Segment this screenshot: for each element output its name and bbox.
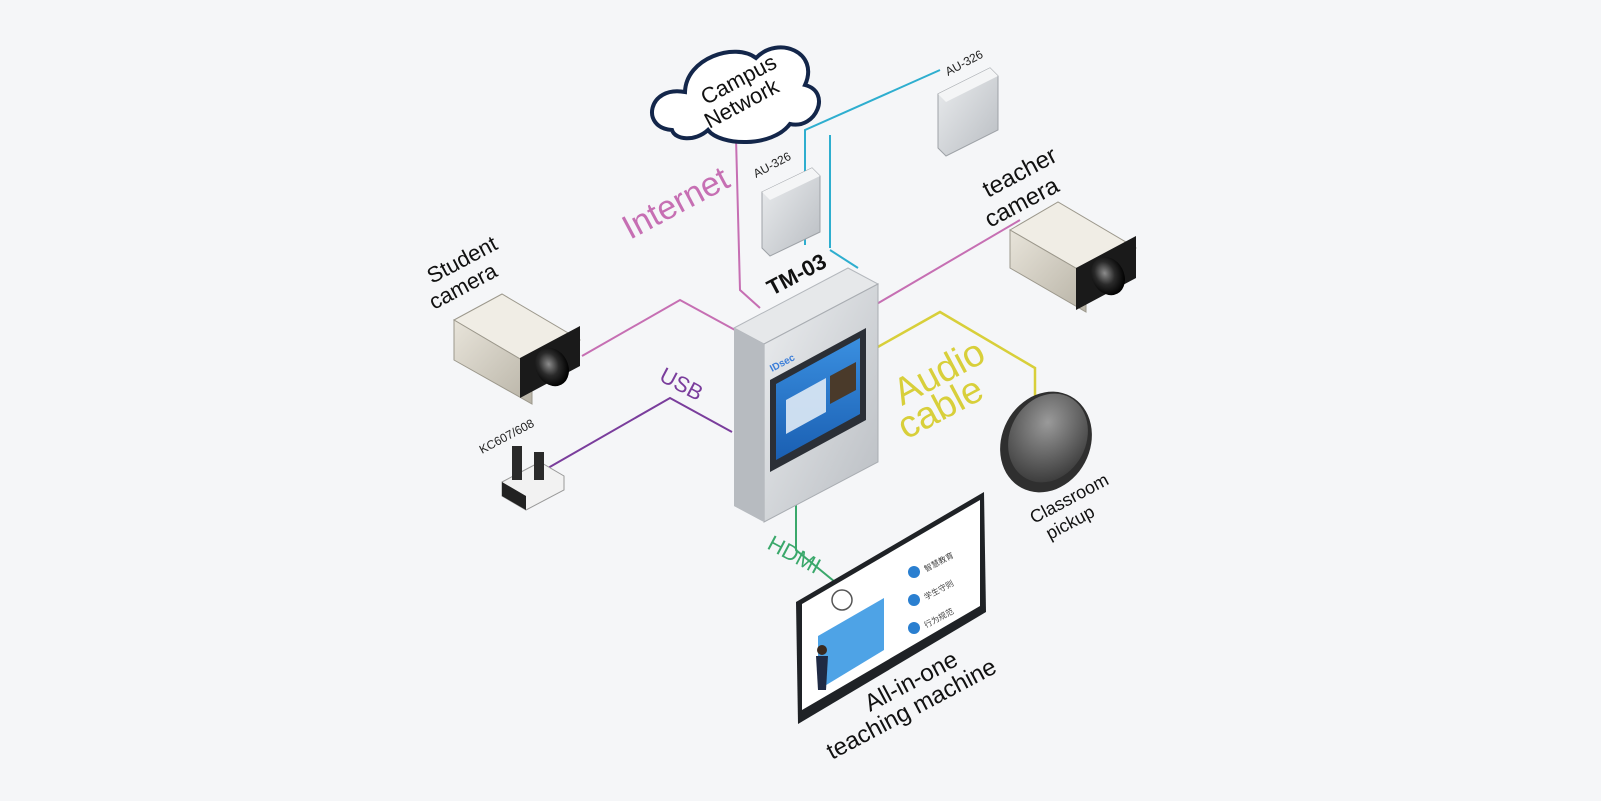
classroom-pickup: Classroom pickup bbox=[1000, 391, 1112, 544]
student-camera: Student camera bbox=[423, 231, 582, 405]
campus-network-cloud: Campus Network bbox=[650, 45, 821, 145]
internet-label: Internet bbox=[616, 159, 736, 247]
usb-line bbox=[547, 396, 733, 469]
tm03-device: IDsec TM-03 bbox=[732, 249, 880, 523]
teacher-camera: teacher camera bbox=[978, 142, 1138, 313]
audio-line bbox=[875, 310, 1037, 400]
connection-lines bbox=[547, 69, 1037, 583]
internet-line bbox=[734, 99, 761, 309]
teaching-machine: 智慧教育 学生守则 行为规范 All-in-one teaching machi… bbox=[796, 492, 1001, 765]
hdmi-line bbox=[795, 495, 836, 583]
teacher-camera-line bbox=[874, 219, 1021, 306]
speaker-line bbox=[804, 69, 941, 269]
usb-device: KC607/608 bbox=[477, 416, 565, 511]
usb-device-model: KC607/608 bbox=[477, 416, 537, 457]
student-camera-line bbox=[581, 298, 736, 357]
usb-label: USB bbox=[656, 362, 708, 405]
speaker-left-model: AU-326 bbox=[751, 149, 794, 181]
hdmi-label: HDMI bbox=[764, 530, 825, 578]
speaker-right: AU-326 bbox=[937, 47, 999, 157]
